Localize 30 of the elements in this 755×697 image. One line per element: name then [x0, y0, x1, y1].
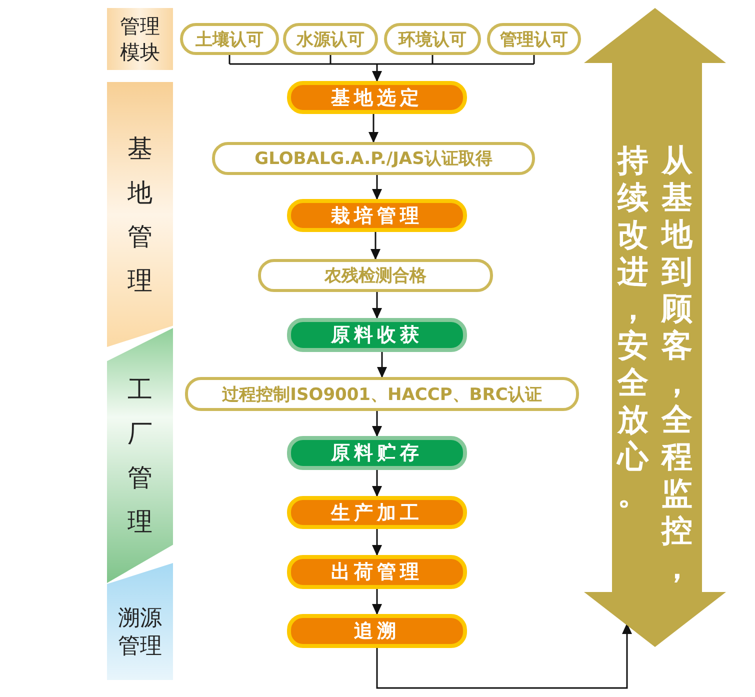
module-label: 管理模块	[107, 8, 173, 70]
arrow	[377, 352, 387, 378]
certification-pill: 农残检测合格	[258, 259, 493, 292]
process-box: 追溯	[287, 614, 467, 648]
certification-pill: 过程控制ISO9001、HACCP、BRC认证	[185, 377, 579, 411]
process-box: 生产加工	[287, 496, 467, 529]
arrow	[372, 292, 382, 319]
stage-band: 溯源管理	[107, 563, 173, 680]
arrow	[370, 232, 380, 260]
process-box: 原料收获	[287, 318, 467, 352]
stage-band: 基地管理	[107, 82, 173, 347]
arrow	[372, 175, 382, 200]
stage-band: 工厂管理	[107, 328, 173, 583]
arrow	[368, 114, 378, 143]
process-box: 栽培管理	[287, 199, 467, 232]
arrow	[372, 411, 382, 437]
process-box: 基地选定	[287, 81, 467, 114]
certification-pill: 水源认可	[283, 23, 378, 55]
process-box: 出荷管理	[287, 555, 467, 589]
arrow	[372, 470, 382, 497]
certification-pill: 环境认可	[384, 23, 481, 55]
process-box: 原料贮存	[287, 436, 467, 470]
slogan-text: 从基地到顾客，全程监控，持续改进，安全放心。	[616, 143, 694, 588]
certification-pill: GLOBALG.A.P./JAS认证取得	[212, 142, 535, 175]
arrow	[372, 589, 382, 615]
arrow	[376, 623, 632, 689]
arrow	[372, 529, 382, 556]
certification-pill: 土壤认可	[180, 23, 279, 55]
arrow	[228, 54, 535, 82]
certification-pill: 管理认可	[487, 23, 581, 55]
